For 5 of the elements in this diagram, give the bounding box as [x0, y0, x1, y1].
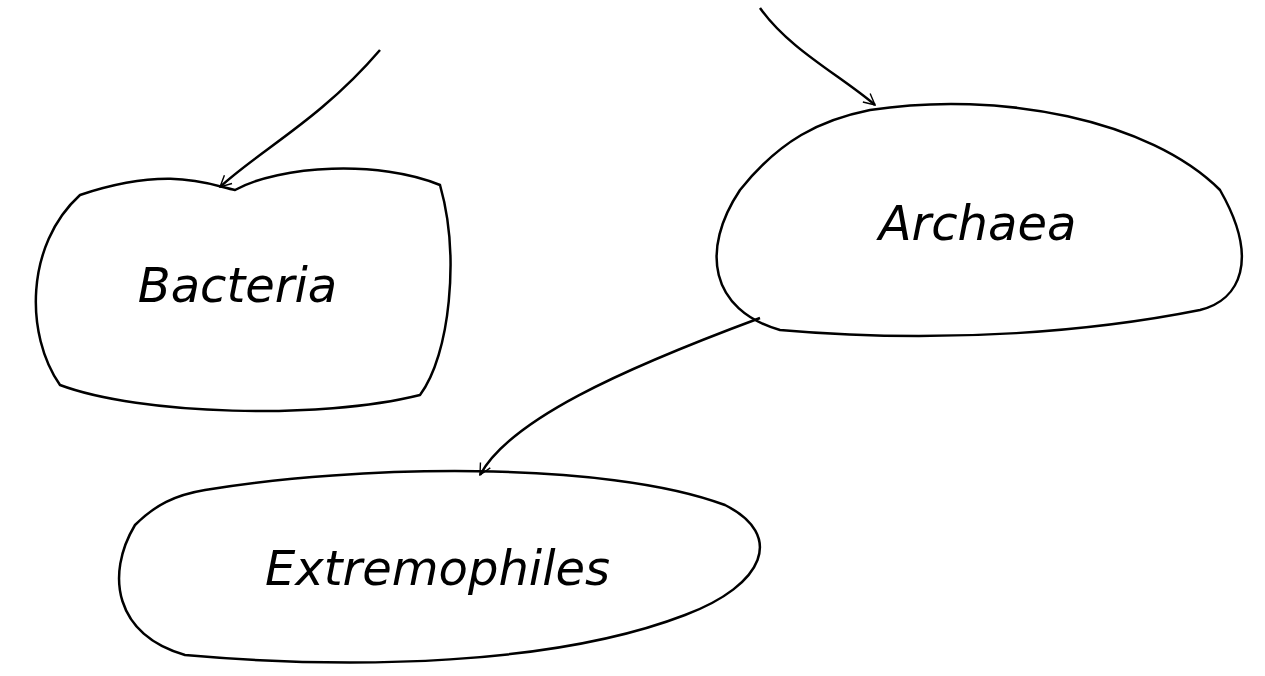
- node-label: Bacteria: [137, 261, 338, 309]
- arrow: [219, 49, 381, 188]
- node-label: Archaea: [878, 198, 1077, 247]
- arrow: [478, 316, 761, 476]
- arrow: [759, 7, 876, 106]
